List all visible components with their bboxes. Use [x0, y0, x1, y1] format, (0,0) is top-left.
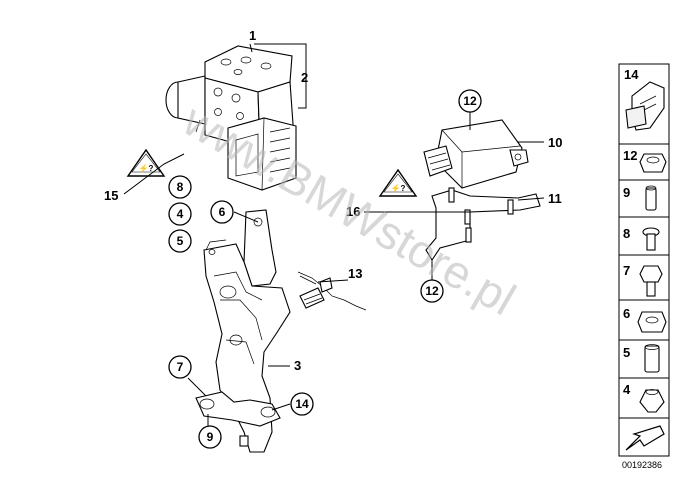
- callout-16: 16: [346, 204, 360, 219]
- svg-text:7: 7: [177, 360, 184, 374]
- svg-text:5: 5: [177, 234, 184, 248]
- warning-triangle-icon: ⚡?: [378, 168, 418, 197]
- rubber-mount-icon: [639, 389, 665, 413]
- svg-text:9: 9: [207, 430, 214, 444]
- svg-text:4: 4: [623, 382, 631, 397]
- mounting-bracket-icon: [195, 209, 291, 453]
- callout-14: 14: [290, 392, 314, 416]
- callout-12-top: 12: [458, 89, 482, 113]
- callout-8: 8: [168, 175, 192, 199]
- svg-text:14: 14: [295, 397, 309, 411]
- legend-item-5: 5: [618, 339, 670, 379]
- legend-item-9: 9: [618, 179, 670, 218]
- warning-triangle-icon: ⚡?: [126, 148, 166, 177]
- sleeve-icon: [644, 344, 660, 373]
- svg-text:9: 9: [623, 185, 630, 200]
- legend-item-8: 8: [618, 216, 670, 256]
- svg-text:6: 6: [219, 205, 226, 219]
- callout-9: 9: [198, 425, 222, 449]
- svg-text:8: 8: [623, 226, 630, 241]
- callout-13: 13: [348, 266, 362, 281]
- svg-text:12: 12: [463, 94, 477, 108]
- svg-text:12: 12: [623, 148, 637, 163]
- clip-icon: [625, 81, 665, 131]
- spacer-bolt-icon: [645, 185, 657, 211]
- callout-12-bottom: 12: [420, 279, 444, 303]
- hex-nut-icon: [637, 311, 667, 333]
- abs-hydraulic-unit-icon: [165, 45, 297, 191]
- direction-arrow-icon: [625, 425, 665, 451]
- callout-6: 6: [210, 200, 234, 224]
- svg-text:6: 6: [623, 306, 630, 321]
- legend-item-14: 14: [618, 63, 670, 145]
- legend-item-12: 12: [618, 143, 670, 181]
- circled-callouts: 8 4 6 5 7 9 14 12: [168, 89, 482, 449]
- legend-arrow: [618, 417, 670, 457]
- callout-1: 1: [249, 28, 256, 43]
- svg-text:12: 12: [425, 284, 439, 298]
- svg-text:⚡?: ⚡?: [391, 183, 406, 193]
- callout-5: 5: [168, 229, 192, 253]
- hex-bolt-icon: [639, 265, 663, 297]
- callout-2: 2: [301, 70, 308, 85]
- screw-icon: [642, 227, 660, 251]
- leader-lines: [123, 43, 545, 426]
- svg-text:14: 14: [624, 67, 639, 82]
- callout-labels: 1 2 15 16 10 11 13 3: [104, 28, 562, 373]
- svg-text:4: 4: [177, 207, 184, 221]
- airbag-control-unit-icon: [423, 119, 529, 189]
- nut-icon: [639, 153, 667, 173]
- callout-7: 7: [168, 355, 192, 379]
- callout-3: 3: [294, 358, 301, 373]
- legend-item-4: 4: [618, 377, 670, 419]
- svg-text:⚡?: ⚡?: [139, 163, 154, 173]
- legend-item-7: 7: [618, 254, 670, 301]
- svg-text:5: 5: [623, 345, 630, 360]
- image-id: 00192386: [622, 460, 662, 470]
- side-legend: 14 12 9 8: [618, 63, 670, 470]
- svg-text:8: 8: [177, 180, 184, 194]
- callout-11: 11: [548, 191, 562, 206]
- svg-text:7: 7: [623, 263, 630, 278]
- callout-4: 4: [168, 202, 192, 226]
- legend-item-6: 6: [618, 299, 670, 341]
- callout-15: 15: [104, 188, 118, 203]
- callout-10: 10: [548, 135, 562, 150]
